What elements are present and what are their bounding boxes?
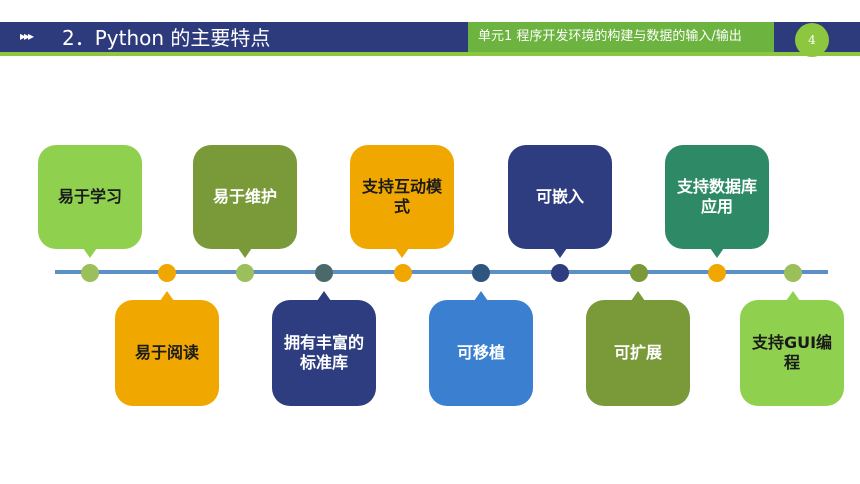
feature-card-easy-to-read: 易于阅读 bbox=[115, 300, 219, 406]
feature-label: 易于维护 bbox=[212, 187, 277, 206]
feature-label: 拥有丰富的标准库 bbox=[283, 333, 364, 372]
card-pointer bbox=[710, 248, 724, 258]
feature-card-gui-programming: 支持GUI编程 bbox=[740, 300, 844, 406]
feature-label: 易于学习 bbox=[57, 187, 122, 206]
page-number: 4 bbox=[795, 23, 829, 57]
card-pointer bbox=[317, 291, 331, 301]
feature-label: 可嵌入 bbox=[535, 187, 584, 206]
feature-label: 支持互动模式 bbox=[361, 177, 442, 216]
card-pointer bbox=[160, 291, 174, 301]
feature-label: 支持GUI编程 bbox=[751, 333, 833, 372]
timeline-line bbox=[55, 270, 828, 274]
card-pointer bbox=[631, 291, 645, 301]
timeline-dot bbox=[472, 264, 490, 282]
feature-card-embeddable: 可嵌入 bbox=[508, 145, 612, 249]
feature-card-extensible: 可扩展 bbox=[586, 300, 690, 406]
feature-label: 可扩展 bbox=[613, 343, 662, 362]
card-pointer bbox=[553, 248, 567, 258]
feature-card-portable: 可移植 bbox=[429, 300, 533, 406]
feature-label: 支持数据库应用 bbox=[676, 177, 757, 216]
timeline-dot bbox=[236, 264, 254, 282]
card-pointer bbox=[83, 248, 97, 258]
timeline-dot bbox=[630, 264, 648, 282]
header-divider bbox=[0, 52, 860, 56]
timeline-dot bbox=[81, 264, 99, 282]
feature-card-easy-to-learn: 易于学习 bbox=[38, 145, 142, 249]
feature-label: 可移植 bbox=[456, 343, 505, 362]
feature-card-interactive-mode: 支持互动模式 bbox=[350, 145, 454, 249]
timeline-dot bbox=[551, 264, 569, 282]
feature-card-easy-to-maintain: 易于维护 bbox=[193, 145, 297, 249]
feature-label: 易于阅读 bbox=[134, 343, 199, 362]
card-pointer bbox=[238, 248, 252, 258]
card-pointer bbox=[395, 248, 409, 258]
page-title: 2．Python 的主要特点 bbox=[62, 26, 271, 50]
card-pointer bbox=[786, 291, 800, 301]
timeline-dot bbox=[708, 264, 726, 282]
timeline-dot bbox=[394, 264, 412, 282]
timeline-dot bbox=[315, 264, 333, 282]
unit-label: 单元1 程序开发环境的构建与数据的输入/输出 bbox=[468, 22, 774, 52]
feature-card-database-support: 支持数据库应用 bbox=[665, 145, 769, 249]
timeline-dot bbox=[784, 264, 802, 282]
triple-arrow-icon: ▸▸▸ bbox=[20, 29, 34, 43]
feature-card-rich-stdlib: 拥有丰富的标准库 bbox=[272, 300, 376, 406]
timeline-dot bbox=[158, 264, 176, 282]
card-pointer bbox=[474, 291, 488, 301]
